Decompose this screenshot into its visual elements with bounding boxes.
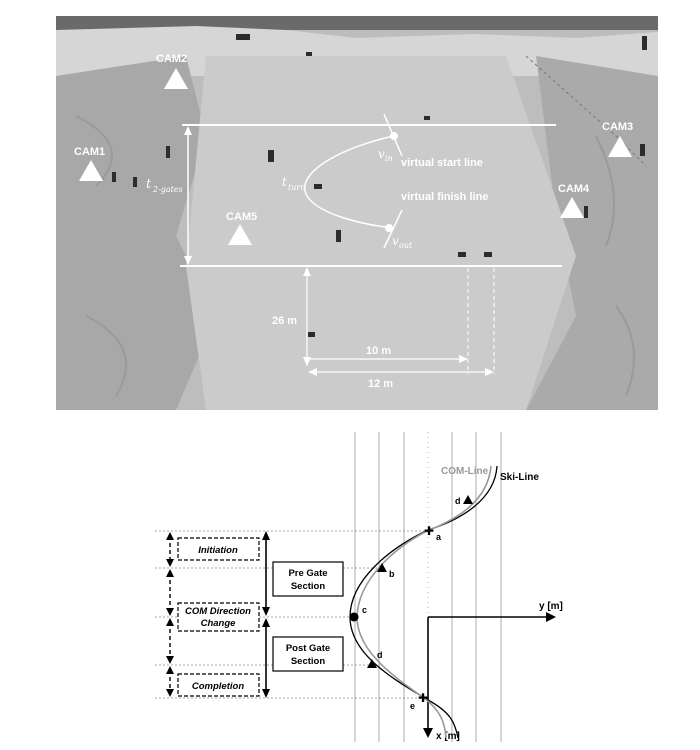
- virtual-finish-line-marker: [383, 209, 403, 249]
- cam5-label: CAM5: [226, 211, 257, 223]
- cam2-label: CAM2: [156, 53, 187, 65]
- com-line-label: COM-Line: [441, 466, 489, 477]
- com-direction-change-label-1: COM Direction: [185, 606, 251, 617]
- dim-10m-arrow: [459, 355, 468, 363]
- point-d-bottom-marker: [367, 659, 377, 668]
- v-out-subscript: out: [399, 241, 413, 250]
- point-e-marker: ✚: [418, 691, 428, 705]
- terrain-texture: [75, 115, 635, 397]
- pre-gate-label-1: Pre Gate: [288, 568, 327, 579]
- com-direction-change-box: [177, 602, 260, 632]
- point-e-label: e: [410, 701, 415, 711]
- x-axis-label: x [m]: [436, 731, 460, 742]
- y-axis-label: y [m]: [539, 601, 563, 612]
- pre-gate-arrowhead-bottom: [262, 607, 270, 616]
- cam4-icon: [560, 197, 584, 218]
- virtual-finish-line-label: virtual finish line: [401, 191, 488, 203]
- cam3-icon: [608, 136, 632, 157]
- t-turn-subscript: turn: [288, 183, 305, 192]
- dim-12m-arrow-right: [485, 368, 494, 376]
- point-c-marker: [349, 612, 359, 622]
- post-gate-label-1: Post Gate: [286, 643, 330, 654]
- post-gate-label-2: Section: [291, 656, 326, 667]
- dim-26m-label: 26 m: [272, 315, 297, 327]
- com-line-curve: [356, 465, 492, 739]
- cam5-icon: [228, 224, 252, 245]
- turn-phase-diagram: y [m] x [m] COM-Line Ski-Line d ✚ a b c …: [155, 432, 563, 742]
- virtual-start-line-label: virtual start line: [401, 157, 483, 169]
- completion-box: [177, 673, 260, 697]
- people-and-gates: [112, 34, 647, 337]
- cam1-label: CAM1: [74, 146, 105, 158]
- slope-photo: t 2-gates t turn v in v out virtual star…: [56, 16, 658, 410]
- pre-gate-label-2: Section: [291, 581, 326, 592]
- v-in-label: v: [378, 147, 385, 161]
- cam3-label: CAM3: [602, 121, 633, 133]
- ski-line-label: Ski-Line: [500, 472, 539, 483]
- dim-12m-arrow-left: [308, 368, 317, 376]
- grid-lines: [354, 432, 502, 742]
- finish-point: [385, 224, 393, 232]
- cam4-label: CAM4: [558, 183, 590, 195]
- x-axis-arrow: [423, 728, 433, 738]
- completion-label: Completion: [192, 681, 244, 692]
- piste: [186, 56, 576, 410]
- y-axis-arrow: [546, 612, 556, 622]
- initiation-box: [177, 537, 260, 561]
- t-two-gates-subscript: 2-gates: [152, 185, 183, 194]
- point-c-label: c: [362, 605, 367, 615]
- dim-26m-arrow-top: [303, 267, 311, 276]
- point-d-top-marker: [463, 495, 473, 504]
- dim-26m-arrow-bottom: [303, 357, 311, 366]
- turn-trajectory: [303, 135, 395, 229]
- point-a-label: a: [436, 532, 442, 542]
- com-direction-change-label-2: Change: [201, 618, 237, 629]
- v-in-subscript: in: [385, 154, 393, 163]
- t-two-gates-arrowhead-top: [184, 126, 192, 135]
- post-gate-arrowhead-bottom: [262, 689, 270, 698]
- point-d-bottom-label: d: [377, 650, 383, 660]
- t-two-gates-arrowhead-bottom: [184, 256, 192, 265]
- point-b-marker: [377, 563, 387, 572]
- initiation-label: Initiation: [198, 545, 238, 556]
- v-out-label: v: [392, 234, 399, 248]
- start-point: [390, 132, 398, 140]
- t-two-gates-label: t: [146, 177, 152, 192]
- dim-12m-label: 12 m: [368, 378, 393, 390]
- phase-arrowheads: [166, 532, 174, 697]
- cam2-icon: [164, 68, 188, 89]
- point-b-label: b: [389, 569, 395, 579]
- dim-10m-label: 10 m: [366, 345, 391, 357]
- t-turn-label: t: [282, 175, 287, 189]
- cam1-icon: [79, 160, 103, 181]
- point-d-top-label: d: [455, 496, 461, 506]
- post-gate-arrowhead-top: [262, 618, 270, 627]
- post-gate-section-box: [272, 636, 344, 672]
- point-a-marker: ✚: [424, 524, 434, 538]
- pre-gate-arrowhead-top: [262, 531, 270, 540]
- fence: [525, 55, 647, 167]
- pre-gate-section-box: [272, 561, 344, 597]
- ski-line-curve: [349, 465, 498, 739]
